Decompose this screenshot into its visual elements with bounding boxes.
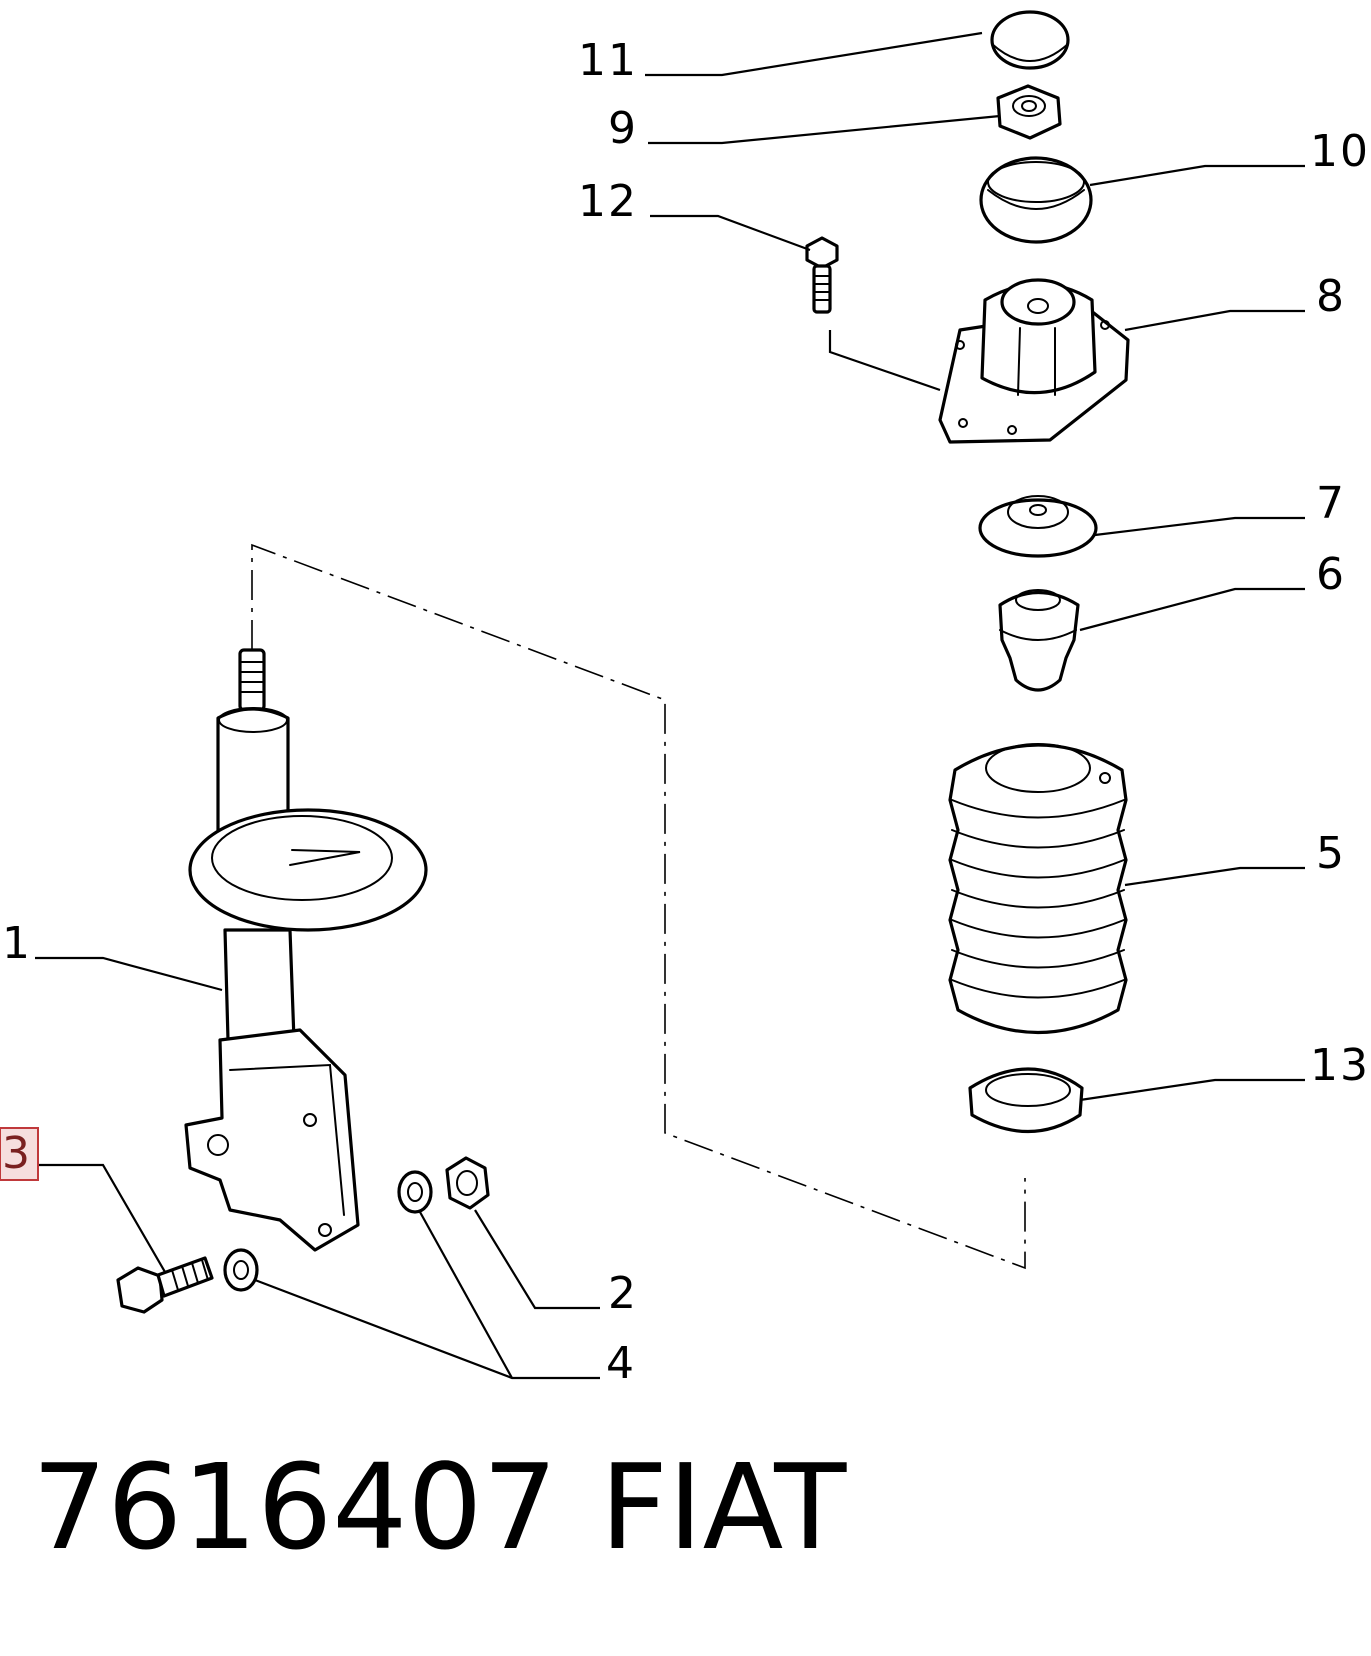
callout-7: 7 — [1316, 478, 1346, 529]
callout-10: 10 — [1310, 126, 1370, 177]
callout-5: 5 — [1316, 828, 1346, 879]
part-6-bump-stop[interactable] — [998, 589, 1080, 692]
part-4-washers[interactable] — [223, 1170, 433, 1292]
part-10-cup[interactable] — [979, 156, 1093, 244]
brand-name: FIAT — [600, 1438, 847, 1576]
callout-13: 13 — [1310, 1040, 1370, 1091]
part-number: 7616407 — [32, 1438, 558, 1576]
part-5-bellows[interactable] — [948, 743, 1128, 1035]
callout-3[interactable]: 3 — [2, 1128, 32, 1179]
callout-9: 9 — [608, 103, 638, 154]
part-9-nut[interactable] — [996, 84, 1062, 140]
callout-11: 11 — [578, 35, 638, 86]
part-1-strut[interactable] — [184, 648, 428, 1252]
callout-4: 4 — [606, 1338, 636, 1389]
callout-1: 1 — [2, 918, 32, 969]
part-3-bolt[interactable] — [116, 1256, 214, 1314]
callout-2: 2 — [608, 1268, 638, 1319]
part-7-bearing[interactable] — [978, 495, 1098, 558]
callout-3-highlight — [0, 1127, 39, 1181]
callout-8: 8 — [1316, 271, 1346, 322]
callout-12: 12 — [578, 176, 638, 227]
part-13-lower-seat[interactable] — [968, 1067, 1084, 1133]
part-12-bolt[interactable] — [805, 236, 839, 314]
part-11-dust-cap[interactable] — [990, 10, 1070, 70]
part-2-nut[interactable] — [445, 1156, 490, 1210]
part-8-top-mount[interactable] — [938, 278, 1130, 444]
assembly-outline — [251, 543, 1026, 1270]
callout-labels: 11 9 10 12 8 7 6 5 13 1 2 4 3 — [0, 35, 1370, 1389]
callout-6: 6 — [1316, 549, 1346, 600]
leader-lines — [35, 31, 1305, 1380]
